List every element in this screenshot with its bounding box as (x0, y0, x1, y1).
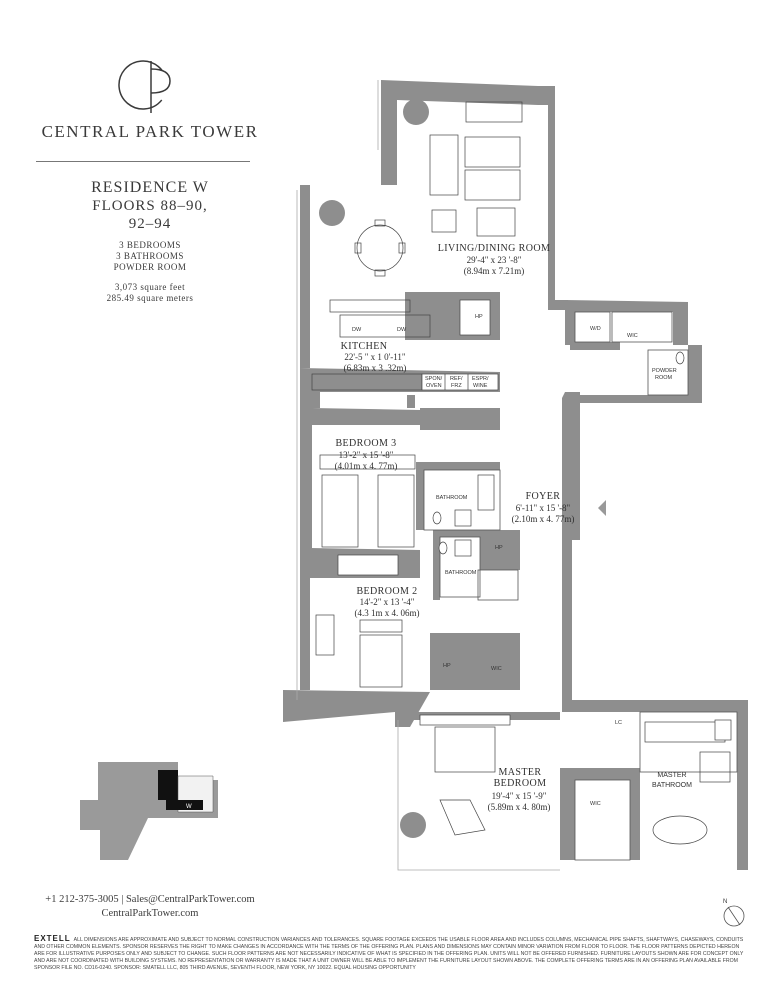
legal-disclaimer: EXTELLAll dimensions are approximate and… (34, 935, 744, 972)
website-link[interactable]: CentralParkTower.com (101, 908, 199, 919)
wd-label: W/D (590, 326, 601, 332)
foyer-name: FOYER (526, 491, 561, 502)
master-bath-line1: MASTER (657, 772, 686, 779)
espr-label-1: ESPR/ (472, 376, 489, 382)
contact-separator: | (121, 894, 124, 905)
brand-name: CENTRAL PARK TOWER (41, 122, 259, 141)
kitchen-dim-m: (6.83m x 3 .32m) (344, 363, 407, 373)
espr-label-2: WINE (473, 383, 488, 389)
wic-label-upper: WIC (627, 333, 638, 339)
north-letter: N (723, 899, 727, 905)
wic-label-master: WIC (590, 801, 601, 807)
master-bath-line2: BATHROOM (652, 782, 692, 789)
kitchen-name: KITCHEN (341, 341, 388, 352)
foyer-dim-ft: 6'-11" x 15 '-8" (516, 503, 571, 513)
contact-block: +1 212-375-3005 | Sales@CentralParkTower… (0, 893, 300, 921)
brand-logo (0, 55, 300, 120)
hp-label-kitchen: HP (475, 314, 483, 320)
dw-label-2: DW (397, 327, 407, 333)
ref-label-2: FRZ (451, 383, 462, 389)
entry-arrow-icon (598, 500, 606, 516)
spon-label-2: OVEN (426, 383, 442, 389)
living-room-dim-ft: 29'-4" x 23 '-8" (467, 255, 522, 265)
bedroom3-name: BEDROOM 3 (335, 438, 396, 449)
room-labels: LIVING/DINING ROOM 29'-4" x 23 '-8" (8.9… (335, 243, 693, 812)
floor-plan: LIVING/DINING ROOM 29'-4" x 23 '-8" (8.9… (283, 80, 748, 871)
master-name-line1: MASTER (499, 767, 542, 778)
wic-label-bedroom2: WIC (491, 666, 502, 672)
kitchen-dim-ft: 22'-5 " x 1 0'-11" (344, 352, 406, 362)
lc-label: LC (615, 720, 622, 726)
master-dim-m: (5.89m x 4. 80m) (488, 802, 551, 812)
master-dim-ft: 19'-4" x 15 '-9" (492, 791, 547, 801)
powder-label-1: POWDER (652, 368, 677, 374)
residence-sqm: 285.49 square meters (106, 293, 194, 303)
living-room-name: LIVING/DINING ROOM (438, 243, 550, 254)
bathroom-fixtures (432, 351, 732, 741)
residence-floors-line2: 92–94 (128, 216, 172, 232)
bedroom3-dim-ft: 13'-2" x 15 '-8" (339, 450, 394, 460)
master-furniture (400, 714, 731, 845)
north-arrow-icon: N (723, 899, 745, 927)
interior-partitions (423, 311, 738, 861)
dw-label-1: DW (352, 327, 362, 333)
bedroom2-name: BEDROOM 2 (356, 586, 417, 597)
residence-powder: POWDER ROOM (113, 262, 187, 272)
fixture-labels: HP W/D WIC POWDER ROOM DW DW SPON/ OVEN … (352, 314, 677, 807)
bedroom2-dim-ft: 14'-2" x 13 '-4" (360, 597, 415, 607)
cp-monogram-icon (118, 60, 171, 113)
foyer-dim-m: (2.10m x 4. 77m) (512, 514, 575, 524)
developer-logo: EXTELL (34, 934, 71, 943)
master-name-line2: BEDROOM (494, 778, 547, 789)
bedroom2-dim-m: (4.3 1m x 4. 06m) (355, 608, 420, 618)
kitchen-fixtures (311, 299, 499, 391)
divider (36, 161, 250, 162)
window-lines (296, 80, 560, 871)
residence-bedrooms: 3 BEDROOMS (119, 240, 181, 250)
spon-label-1: SPON/ (425, 376, 443, 382)
bathroom-label-2: BATHROOM (445, 570, 477, 576)
key-plan: W (80, 762, 218, 860)
residence-bathrooms: 3 BATHROOMS (116, 251, 184, 261)
keyplan-unit-letter: W (186, 804, 192, 810)
hp-label-bedroom2: HP (443, 663, 451, 669)
ref-label-1: REF/ (450, 376, 463, 382)
email-link[interactable]: Sales@CentralParkTower.com (125, 894, 255, 905)
bathroom-label-1: BATHROOM (436, 495, 468, 501)
residence-sqft: 3,073 square feet (114, 282, 186, 292)
hp-label-bath: HP (495, 545, 503, 551)
disclaimer-text: All dimensions are approximate and subje… (34, 937, 744, 971)
bedroom3-dim-m: (4.01m x 4. 77m) (335, 461, 398, 471)
bedroom2-furniture (315, 554, 403, 688)
living-room-dim-m: (8.94m x 7.21m) (464, 266, 525, 276)
residence-title: RESIDENCE W (91, 179, 209, 196)
powder-label-2: ROOM (655, 375, 673, 381)
bedroom3-furniture (319, 454, 416, 548)
phone-link[interactable]: +1 212-375-3005 (45, 894, 119, 905)
living-furniture (319, 99, 523, 277)
residence-floors-line1: FLOORS 88–90, (92, 198, 208, 214)
